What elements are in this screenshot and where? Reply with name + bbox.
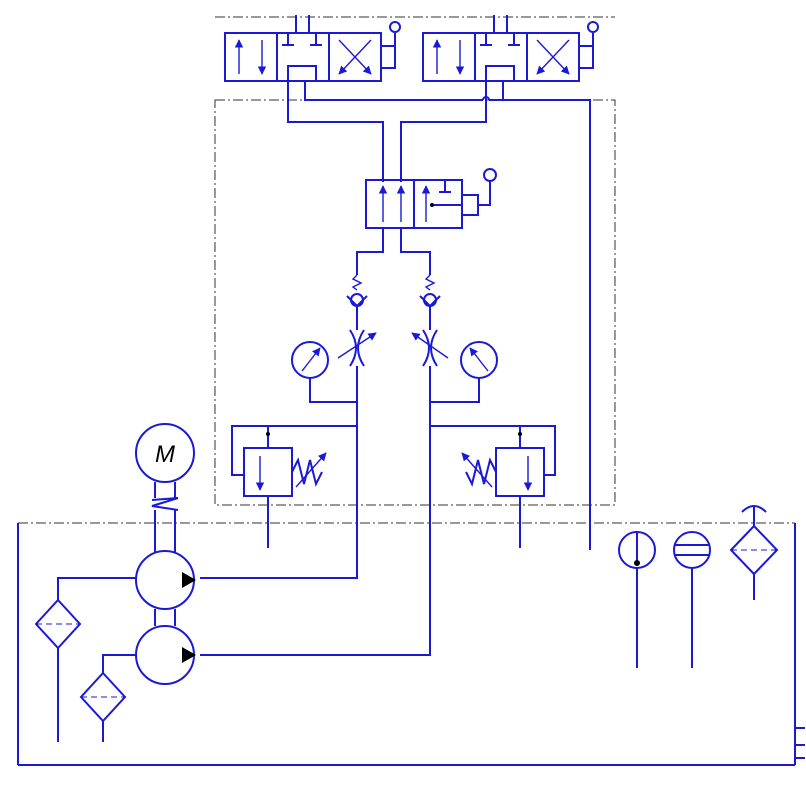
upper-piping (287, 81, 591, 550)
relief-valve-left (231, 425, 357, 548)
pressure-gauge-left (291, 341, 357, 403)
check-valve-right (419, 293, 441, 330)
suction-filter-2 (79, 654, 136, 742)
hydraulic-pump-2 (135, 625, 196, 685)
pressure-lines (200, 366, 431, 656)
relief-valve-right (430, 425, 556, 548)
air-breather-icon (729, 505, 779, 600)
check-valve-left (346, 293, 368, 330)
check-valve-lines (351, 228, 436, 291)
suction-filter-1 (34, 577, 136, 742)
hydraulic-pump-1 (135, 550, 196, 626)
thermometer-icon (618, 531, 656, 668)
middle-valve (365, 168, 497, 229)
directional-valve-1 (224, 15, 401, 82)
directional-valve-2 (422, 15, 599, 82)
pressure-gauge-right (430, 341, 498, 403)
throttle-valve-right (411, 329, 449, 367)
motor-label: M (155, 441, 175, 468)
throttle-valve-left (337, 329, 377, 367)
level-gauge-icon (673, 531, 711, 668)
electric-motor: M (135, 423, 195, 556)
